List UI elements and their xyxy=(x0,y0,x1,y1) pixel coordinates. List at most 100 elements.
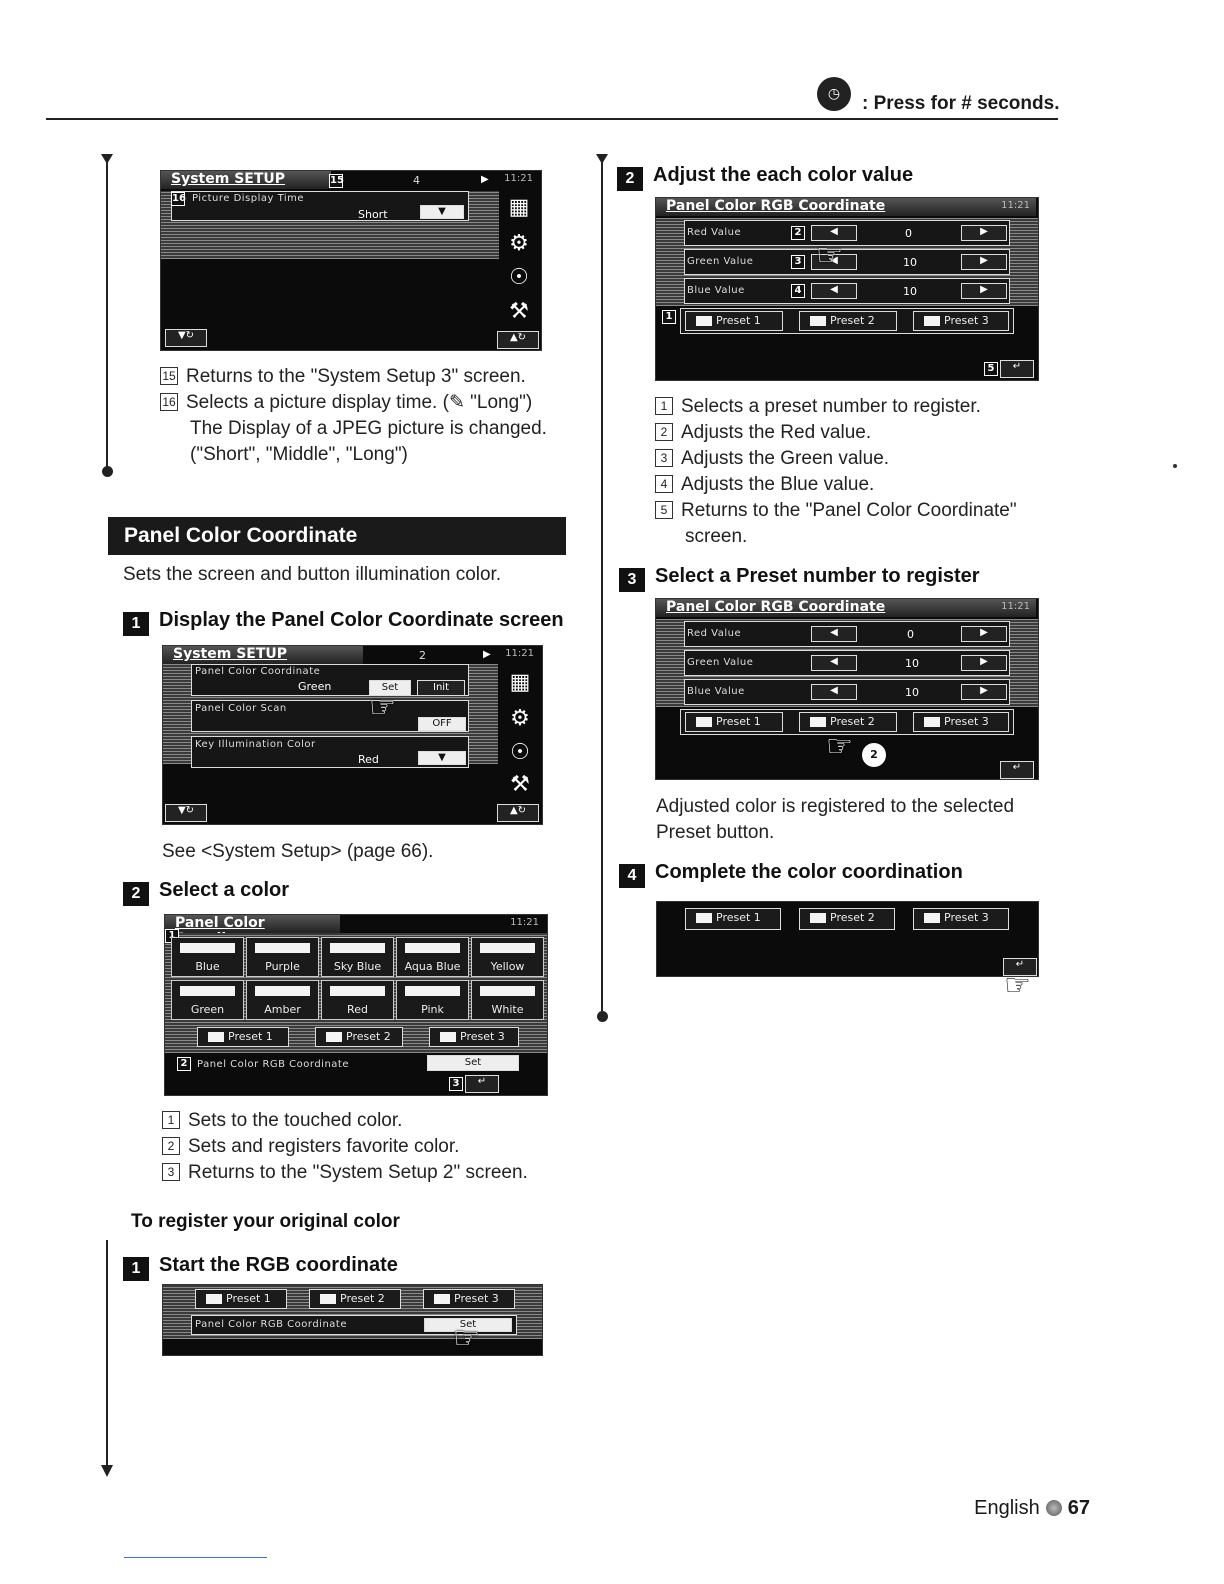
picture-time-row[interactable]: 16 Picture Display Time Short ▼ xyxy=(171,191,469,221)
red-increase-button[interactable]: ▶ xyxy=(961,225,1007,241)
globe-icon[interactable]: ☉ xyxy=(509,265,529,290)
color-aqua-blue[interactable]: Aqua Blue xyxy=(396,937,469,977)
scan-toggle[interactable]: OFF xyxy=(418,717,466,731)
rgb-coordinate-label: Panel Color RGB Coordinate xyxy=(195,1319,347,1330)
item-number: 1 xyxy=(655,397,673,415)
color-amber[interactable]: Amber xyxy=(246,980,319,1020)
red-value-row: Red Value 2 ◀ 0 ▶ xyxy=(684,220,1010,246)
color-label: Yellow xyxy=(490,960,525,973)
clock: 11:21 xyxy=(510,917,539,928)
start-rgb-screen: Preset 1 Preset 2 Preset 3 Panel Color R… xyxy=(162,1284,543,1356)
color-white[interactable]: White xyxy=(471,980,544,1020)
system-setup-screen-1: System SETUP 15 4 ▶ 11:21 16 Picture Dis… xyxy=(160,170,542,351)
item-text: Returns to the "System Setup 3" screen. xyxy=(186,366,526,387)
step-label: Display the Panel Color Coordinate scree… xyxy=(159,609,564,631)
color-yellow[interactable]: Yellow xyxy=(471,937,544,977)
preset-3-button[interactable]: Preset 3 xyxy=(913,311,1009,331)
init-button[interactable]: Init xyxy=(417,680,465,696)
blue-increase-button[interactable]: ▶ xyxy=(961,684,1007,700)
set-button[interactable]: Set xyxy=(424,1318,512,1332)
blue-decrease-button[interactable]: ◀ xyxy=(811,684,857,700)
flow-line-right xyxy=(601,160,603,1015)
preset-2-button[interactable]: Preset 2 xyxy=(799,712,897,732)
green-value-row: Green Value ◀ 10 ▶ xyxy=(684,650,1010,676)
red-decrease-button[interactable]: ◀ xyxy=(811,626,857,642)
preset-1-button[interactable]: Preset 1 xyxy=(685,311,783,331)
preset-2-button[interactable]: Preset 2 xyxy=(799,311,897,331)
row-label: Blue Value xyxy=(687,686,745,697)
tools-icon[interactable]: ⚙ xyxy=(509,231,529,256)
globe-icon[interactable]: ☉ xyxy=(510,740,530,765)
return-button[interactable]: ↵ xyxy=(1003,958,1037,976)
preset-1-button[interactable]: Preset 1 xyxy=(685,712,783,732)
set-button[interactable]: Set xyxy=(427,1055,519,1071)
preset-1-button[interactable]: Preset 1 xyxy=(197,1027,289,1047)
blue-increase-button[interactable]: ▶ xyxy=(961,283,1007,299)
return-button[interactable]: ↵ xyxy=(1000,761,1034,779)
color-blue[interactable]: Blue xyxy=(171,937,244,977)
step-number: 1 xyxy=(123,612,149,636)
color-purple[interactable]: Purple xyxy=(246,937,319,977)
note-line: Adjusted color is registered to the sele… xyxy=(656,796,1015,817)
callout-5: 5 xyxy=(984,362,998,376)
row-label: Green Value xyxy=(687,657,754,668)
blue-decrease-button[interactable]: ◀ xyxy=(811,283,857,299)
row-label: Red Value xyxy=(687,628,742,639)
next-arrow-icon[interactable]: ▶ xyxy=(481,174,489,185)
preset-2-button[interactable]: Preset 2 xyxy=(315,1027,403,1047)
preset-1-button[interactable]: Preset 1 xyxy=(195,1289,287,1309)
flow-end-dot-right xyxy=(597,1011,608,1022)
color-pink[interactable]: Pink xyxy=(396,980,469,1020)
preset-3-button[interactable]: Preset 3 xyxy=(423,1289,515,1309)
set-button[interactable]: Set xyxy=(369,680,411,696)
scroll-up-button[interactable]: ▲↻ xyxy=(497,331,539,349)
color-green[interactable]: Green xyxy=(171,980,244,1020)
preset-2-button[interactable]: Preset 2 xyxy=(309,1289,401,1309)
cycle-button[interactable]: ▼ xyxy=(420,205,464,219)
green-value: 10 xyxy=(905,657,919,670)
grid-icon[interactable]: ▦ xyxy=(509,670,531,695)
green-decrease-button[interactable]: ◀ xyxy=(811,254,857,270)
preset-3-button[interactable]: Preset 3 xyxy=(913,712,1009,732)
rgb-row[interactable]: Panel Color RGB Coordinate Set xyxy=(191,1315,517,1335)
red-increase-button[interactable]: ▶ xyxy=(961,626,1007,642)
preset-2-button[interactable]: Preset 2 xyxy=(799,908,895,930)
return-button[interactable]: ↵ xyxy=(465,1075,499,1093)
wrench-icon[interactable]: ⚒ xyxy=(510,772,530,797)
blue-value-row: Blue Value 4 ◀ 10 ▶ xyxy=(684,278,1010,304)
grid-icon[interactable]: ▦ xyxy=(508,195,530,220)
item-continuation: The Display of a JPEG picture is changed… xyxy=(190,418,547,439)
scroll-down-button[interactable]: ▼↻ xyxy=(165,804,207,822)
green-decrease-button[interactable]: ◀ xyxy=(811,655,857,671)
preset-3-button[interactable]: Preset 3 xyxy=(429,1027,519,1047)
red-decrease-button[interactable]: ◀ xyxy=(811,225,857,241)
clock-hand-icon: 2 xyxy=(862,743,886,767)
step-number: 2 xyxy=(123,882,149,906)
press-note: : Press for # seconds. xyxy=(862,93,1060,114)
panel-color-screen: Panel Color Coordinate 11:21 1 Blue Purp… xyxy=(164,914,548,1096)
color-sky-blue[interactable]: Sky Blue xyxy=(321,937,394,977)
step-label: Start the RGB coordinate xyxy=(159,1254,398,1276)
next-arrow-icon[interactable]: ▶ xyxy=(483,649,491,660)
section-title: Panel Color Coordinate xyxy=(108,517,566,555)
wrench-icon[interactable]: ⚒ xyxy=(509,299,529,324)
green-increase-button[interactable]: ▶ xyxy=(961,254,1007,270)
scroll-up-button[interactable]: ▲↻ xyxy=(497,804,539,822)
preset-1-button[interactable]: Preset 1 xyxy=(685,908,781,930)
scroll-down-button[interactable]: ▼↻ xyxy=(165,329,207,347)
green-increase-button[interactable]: ▶ xyxy=(961,655,1007,671)
item-number: 4 xyxy=(655,475,673,493)
color-red[interactable]: Red xyxy=(321,980,394,1020)
cycle-button[interactable]: ▼ xyxy=(418,751,466,765)
flow-start-marker xyxy=(101,154,113,164)
panel-color-scan-row[interactable]: Panel Color Scan OFF xyxy=(191,700,469,732)
tools-icon[interactable]: ⚙ xyxy=(510,706,530,731)
preset-3-button[interactable]: Preset 3 xyxy=(913,908,1009,930)
blue-value: 10 xyxy=(903,285,917,298)
key-illumination-row[interactable]: Key Illumination Color Red ▼ xyxy=(191,736,469,768)
return-button[interactable]: ↵ xyxy=(1000,360,1034,378)
